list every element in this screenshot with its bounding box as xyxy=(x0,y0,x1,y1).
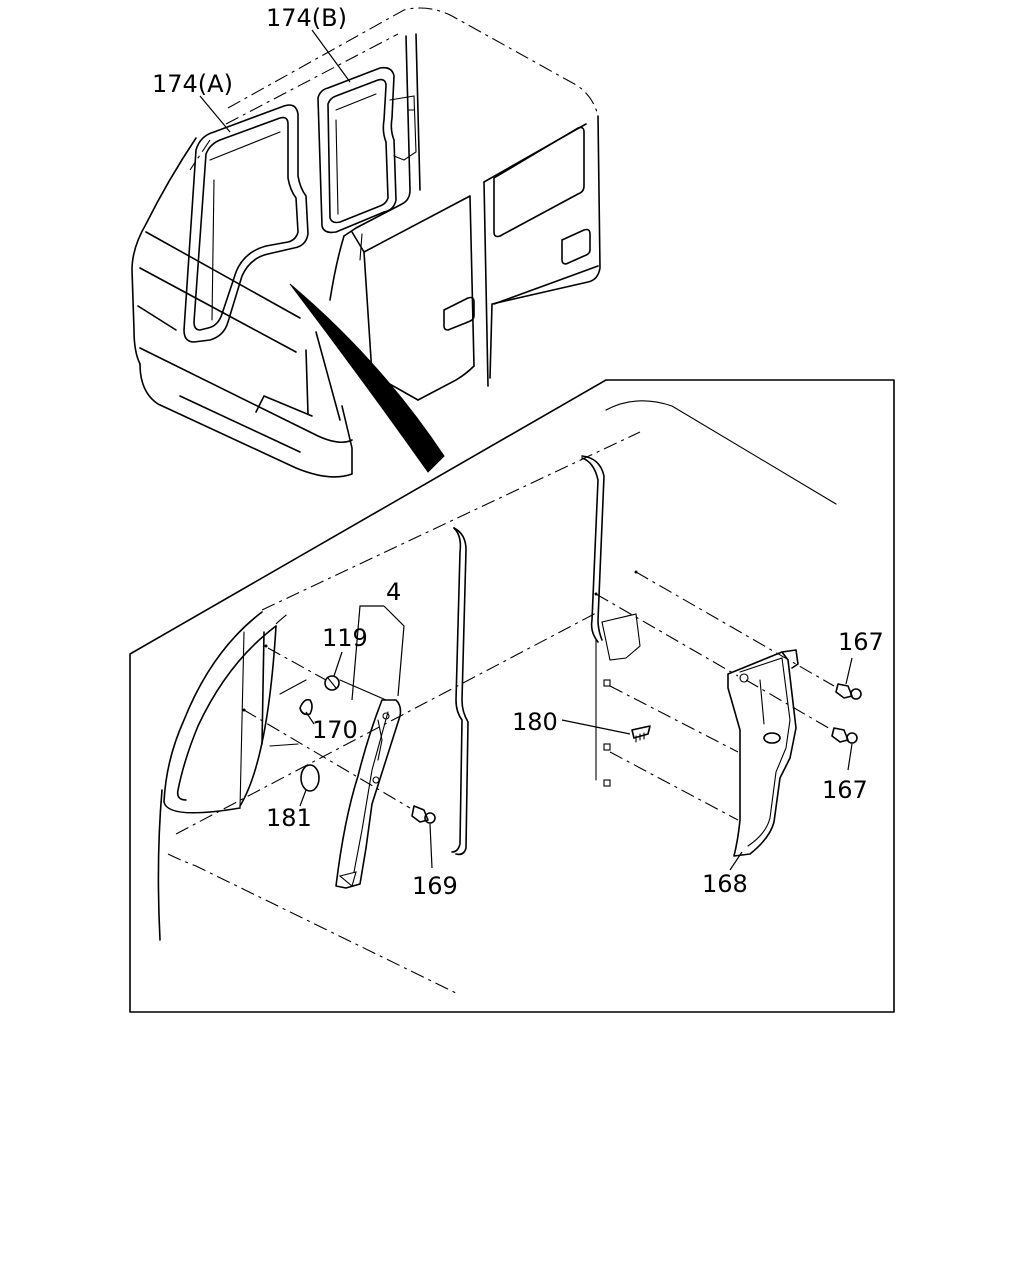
detail-frame xyxy=(129,379,895,1013)
screw-169 xyxy=(411,805,436,824)
label-174b: 174(B) xyxy=(266,4,347,32)
trim-part-168 xyxy=(727,649,799,857)
clip-170 xyxy=(299,698,313,716)
label-181: 181 xyxy=(266,804,312,832)
label-168: 168 xyxy=(702,870,748,898)
clip-180 xyxy=(631,725,651,743)
clip-167-top xyxy=(835,683,862,700)
garnish-part-4 xyxy=(335,699,402,889)
label-167-bottom: 167 xyxy=(822,776,868,804)
label-170: 170 xyxy=(312,716,358,744)
label-180: 180 xyxy=(512,708,558,736)
label-169: 169 xyxy=(412,872,458,900)
clip-181 xyxy=(300,764,320,792)
label-4: 4 xyxy=(386,578,401,606)
left-assembly-lines xyxy=(242,644,411,809)
label-119: 119 xyxy=(322,624,368,652)
leader-lines xyxy=(199,29,853,871)
detail-view-body xyxy=(157,400,837,995)
clip-167-bottom xyxy=(831,727,858,744)
callout-arrow-icon xyxy=(289,283,445,473)
truck-cab-illustration xyxy=(131,7,601,478)
clip-119 xyxy=(324,675,340,691)
inner-panel-holes xyxy=(601,613,641,787)
right-assembly-lines xyxy=(594,570,835,821)
label-174a: 174(A) xyxy=(152,70,233,98)
label-167-top: 167 xyxy=(838,628,884,656)
